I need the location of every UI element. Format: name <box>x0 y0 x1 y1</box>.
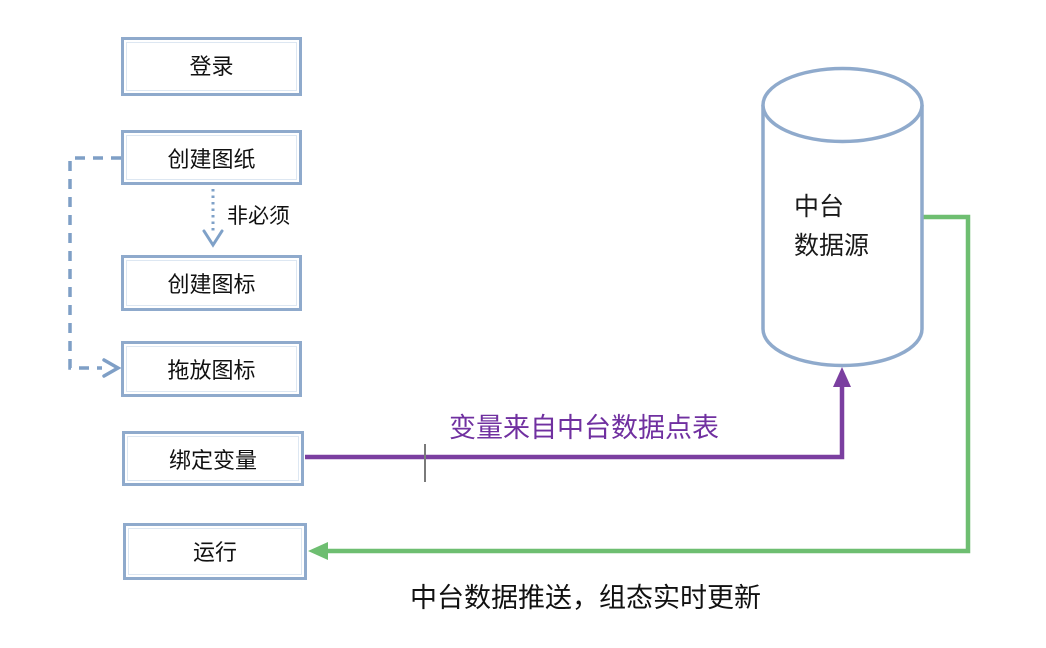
bind-to-datasource-connector <box>305 367 851 460</box>
purple-connector-annotation: 变量来自中台数据点表 <box>449 413 719 443</box>
flow-box-drag-icon-label: 拖放图标 <box>167 358 256 383</box>
flow-box-create-drawing-label: 创建图纸 <box>167 147 256 172</box>
flow-box-create-drawing: 创建图纸 <box>121 130 302 185</box>
flow-box-run-label: 运行 <box>192 540 237 565</box>
green-connector-annotation: 中台数据推送，组态实时更新 <box>410 583 761 613</box>
bypass-dashed-arrow <box>68 156 122 378</box>
flow-box-bind-variable-label: 绑定变量 <box>168 448 257 473</box>
flow-box-run: 运行 <box>123 523 307 580</box>
flow-box-login: 登录 <box>121 37 302 96</box>
datasource-label-line1: 中台 <box>794 194 845 221</box>
flow-box-create-icon: 创建图标 <box>121 255 302 311</box>
flow-box-create-icon-label: 创建图标 <box>167 272 256 297</box>
datasource-cylinder-label: 中台 数据源 <box>794 188 869 266</box>
flow-box-drag-icon: 拖放图标 <box>121 341 302 397</box>
optional-annotation: 非必须 <box>227 204 290 228</box>
datasource-cylinder-shape <box>761 66 924 368</box>
datasource-label-line2: 数据源 <box>794 233 870 260</box>
datasource-to-run-connector <box>308 214 971 560</box>
optional-dotted-arrow <box>202 189 224 248</box>
flow-box-bind-variable: 绑定变量 <box>122 431 304 486</box>
flow-box-login-label: 登录 <box>189 54 234 79</box>
